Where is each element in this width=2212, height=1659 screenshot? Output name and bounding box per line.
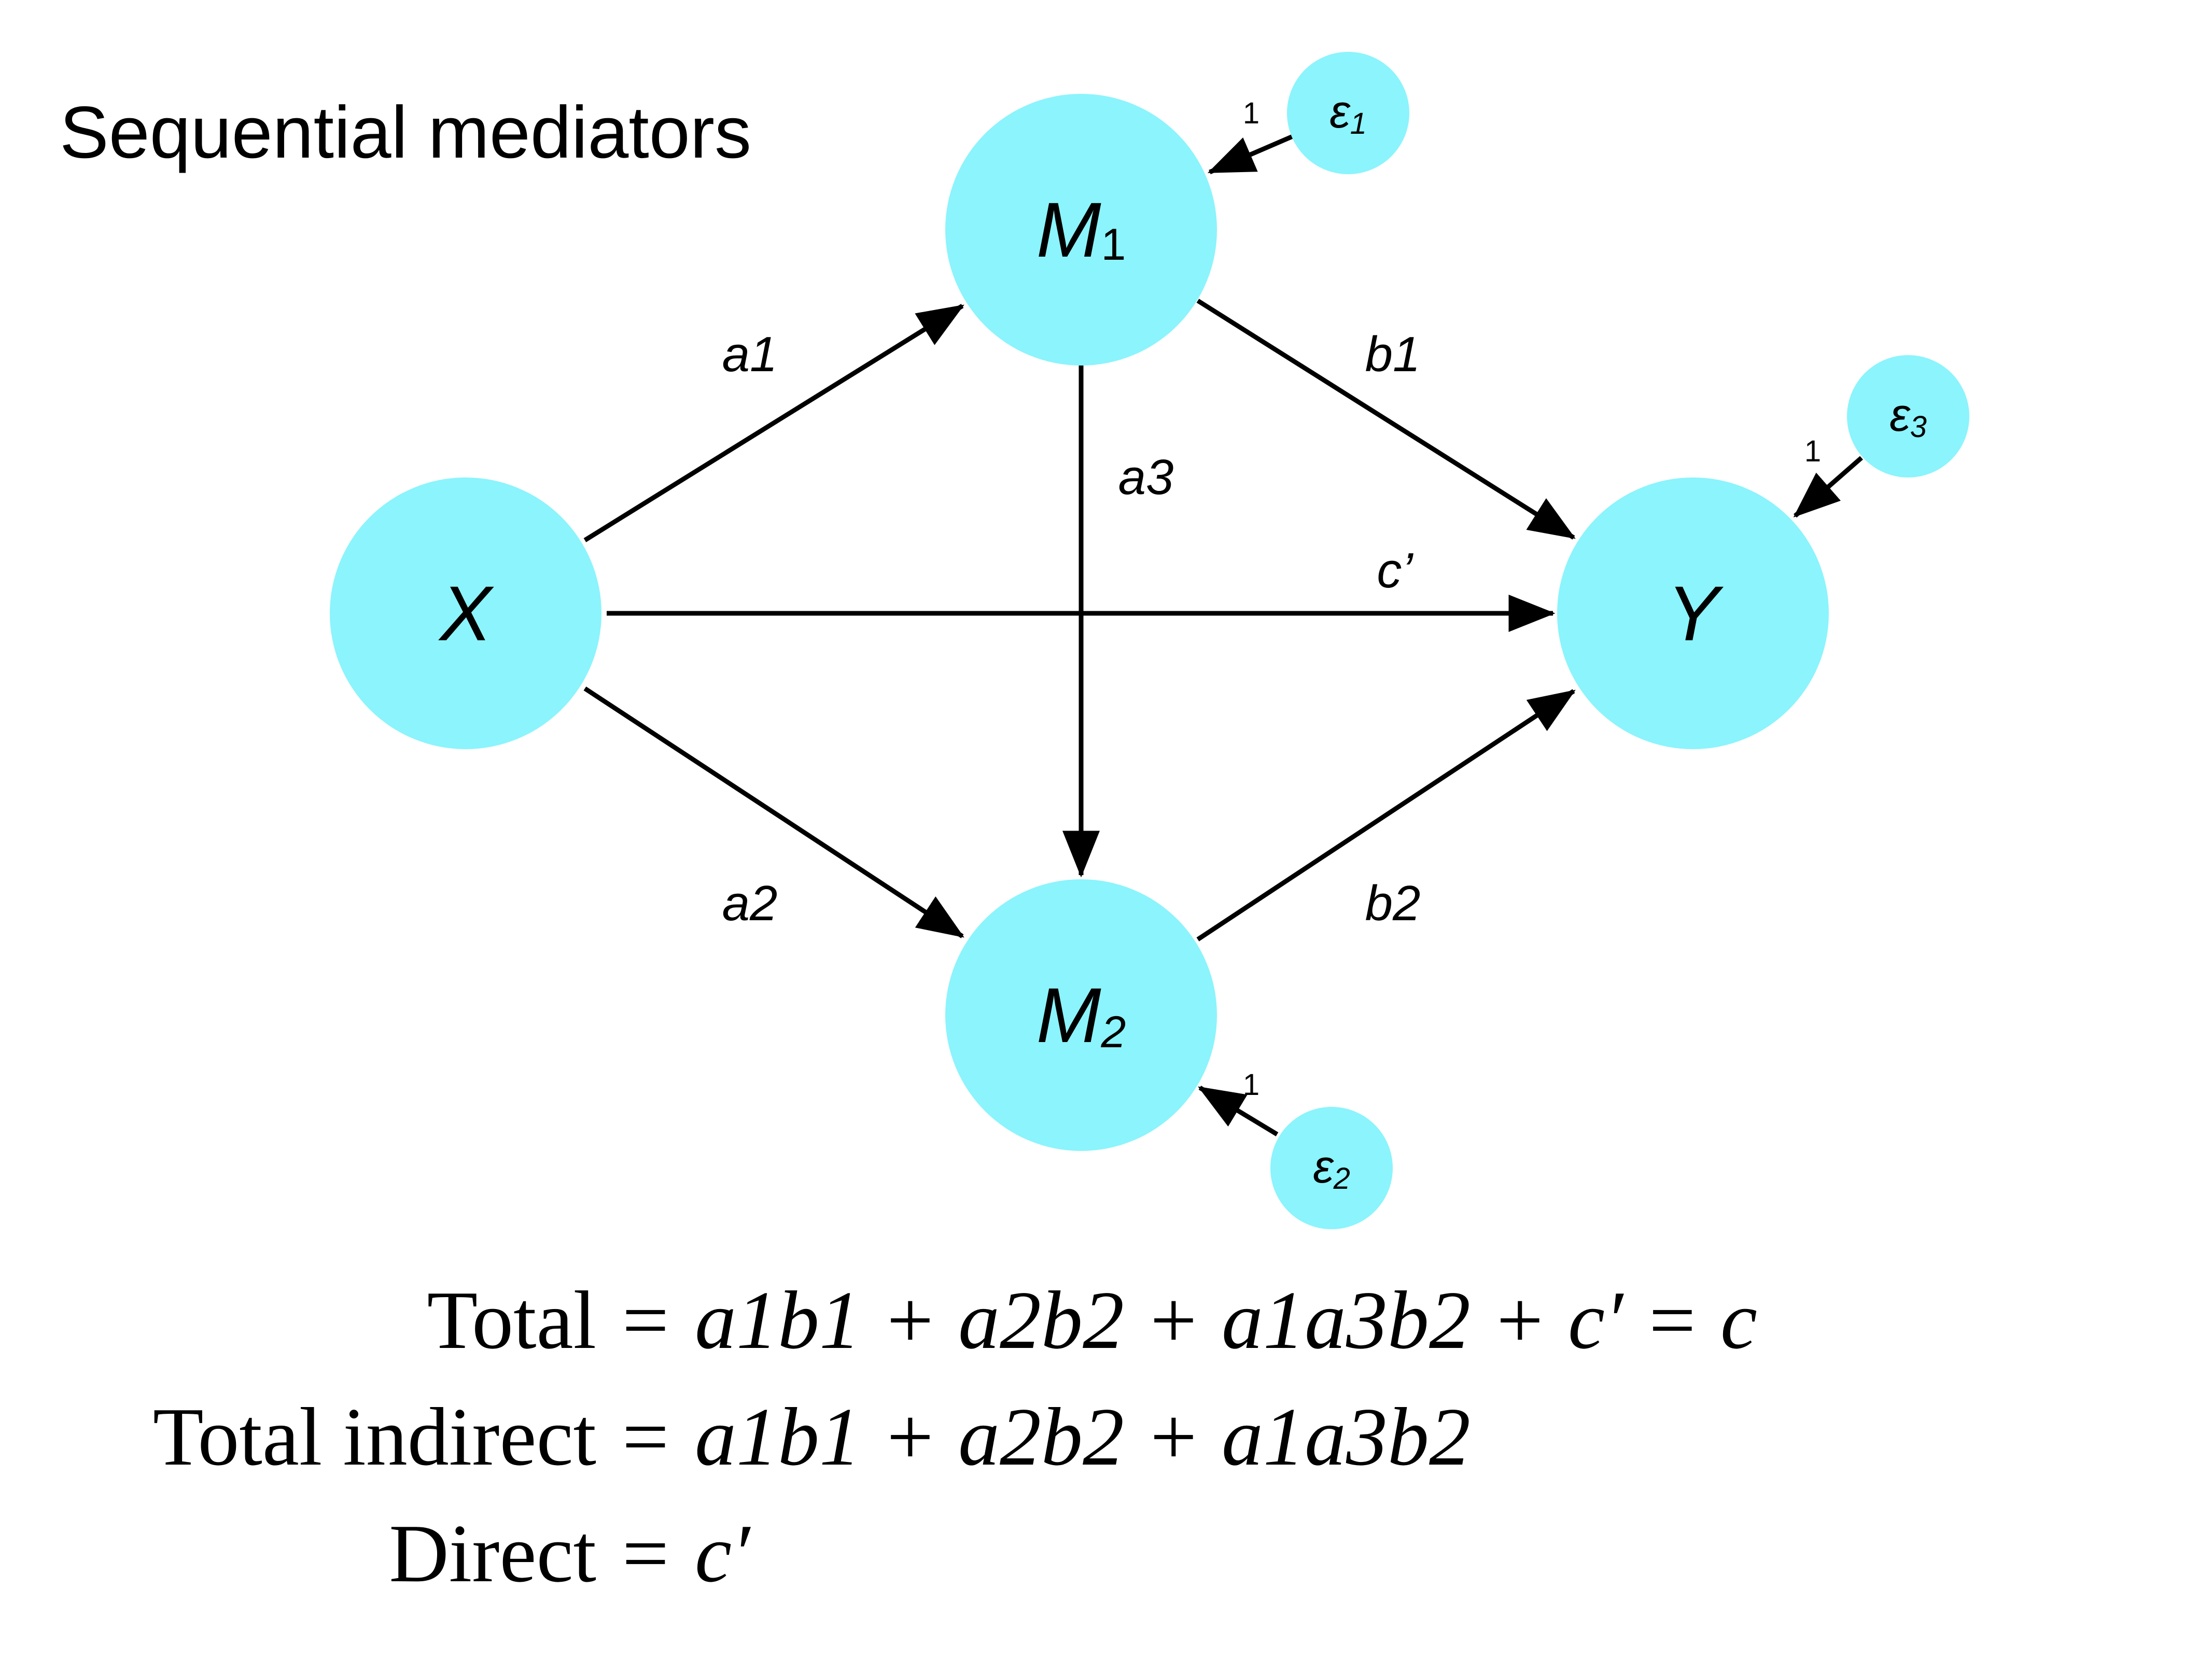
- edge-e2-m2: [1198, 1086, 1279, 1136]
- error-e1-letter: ε: [1329, 86, 1351, 138]
- equation-total-indirect-lhs: Total indirect: [153, 1390, 596, 1483]
- error-e3-letter: ε: [1889, 389, 1911, 441]
- error-e2: ε2 1: [1243, 1068, 1393, 1229]
- node-m1-subscript: 1: [1101, 220, 1126, 270]
- path-label-a3: a3: [1118, 449, 1174, 505]
- error-e3-circle: [1847, 355, 1969, 477]
- path-label-a1: a1: [722, 327, 778, 382]
- edge-e3-y: [1793, 456, 1863, 518]
- node-x-circle: [330, 477, 601, 749]
- path-label-a2: a2: [722, 876, 778, 931]
- equation-direct-lhs: Direct: [389, 1507, 596, 1599]
- node-m2-subscript: 2: [1101, 1007, 1126, 1057]
- equation-total-lhs: Total: [427, 1274, 596, 1366]
- equations: Total = a1b1 + a2b2 + a1a3b2 + c′ = c To…: [153, 1274, 1757, 1599]
- error-e3-subscript: 3: [1910, 410, 1927, 444]
- node-m2: M2: [945, 879, 1217, 1151]
- error-e3-label: ε3: [1889, 389, 1927, 444]
- node-y-label: Y: [1667, 570, 1724, 657]
- equation-total-indirect-rhs: a1b1 + a2b2 + a1a3b2: [695, 1390, 1471, 1483]
- node-x: X: [330, 477, 601, 749]
- equation-direct-eq: =: [622, 1507, 669, 1599]
- edge-m2-y: [1196, 689, 1576, 941]
- edge-m1-y: [1196, 299, 1576, 540]
- node-y-circle: [1557, 477, 1829, 749]
- error-e2-circle: [1270, 1107, 1393, 1229]
- error-e3-loading: 1: [1804, 434, 1821, 468]
- edges: [583, 134, 1863, 1136]
- path-labels: a1 a2 a3 b1 b2 c’: [722, 327, 1421, 931]
- error-e1-loading: 1: [1243, 96, 1259, 130]
- error-e1-subscript: 1: [1350, 107, 1367, 140]
- node-m1-circle: [945, 94, 1217, 365]
- error-e3: ε3 1: [1804, 355, 1969, 477]
- node-x-label: X: [438, 570, 494, 657]
- error-e2-label: ε2: [1313, 1141, 1350, 1196]
- node-y: Y: [1557, 477, 1829, 749]
- edge-x-m2: [583, 686, 964, 938]
- equation-total-indirect-eq: =: [622, 1390, 669, 1483]
- diagram-title: Sequential mediators: [60, 91, 751, 174]
- edge-e1-m1: [1207, 134, 1294, 175]
- node-m1-label: M1: [1037, 186, 1126, 273]
- error-e1: ε1 1: [1243, 52, 1409, 174]
- node-m2-circle: [945, 879, 1217, 1151]
- path-label-b2: b2: [1365, 876, 1421, 931]
- node-m2-label: M2: [1037, 972, 1126, 1059]
- error-e2-subscript: 2: [1333, 1162, 1350, 1196]
- error-e2-loading: 1: [1243, 1068, 1259, 1102]
- error-e2-letter: ε: [1313, 1141, 1334, 1193]
- node-m1: M1: [945, 94, 1217, 365]
- edge-x-m1: [583, 304, 964, 542]
- equation-direct-rhs: c′: [695, 1507, 751, 1599]
- error-e1-label: ε1: [1329, 86, 1367, 140]
- equation-total-eq: =: [622, 1274, 669, 1366]
- node-m2-letter: M: [1037, 972, 1101, 1059]
- equation-total-rhs: a1b1 + a2b2 + a1a3b2 + c′ = c: [695, 1274, 1757, 1366]
- path-label-c-prime: c’: [1377, 543, 1413, 598]
- node-m1-letter: M: [1037, 186, 1101, 273]
- error-e1-circle: [1287, 52, 1409, 174]
- path-label-b1: b1: [1365, 327, 1421, 382]
